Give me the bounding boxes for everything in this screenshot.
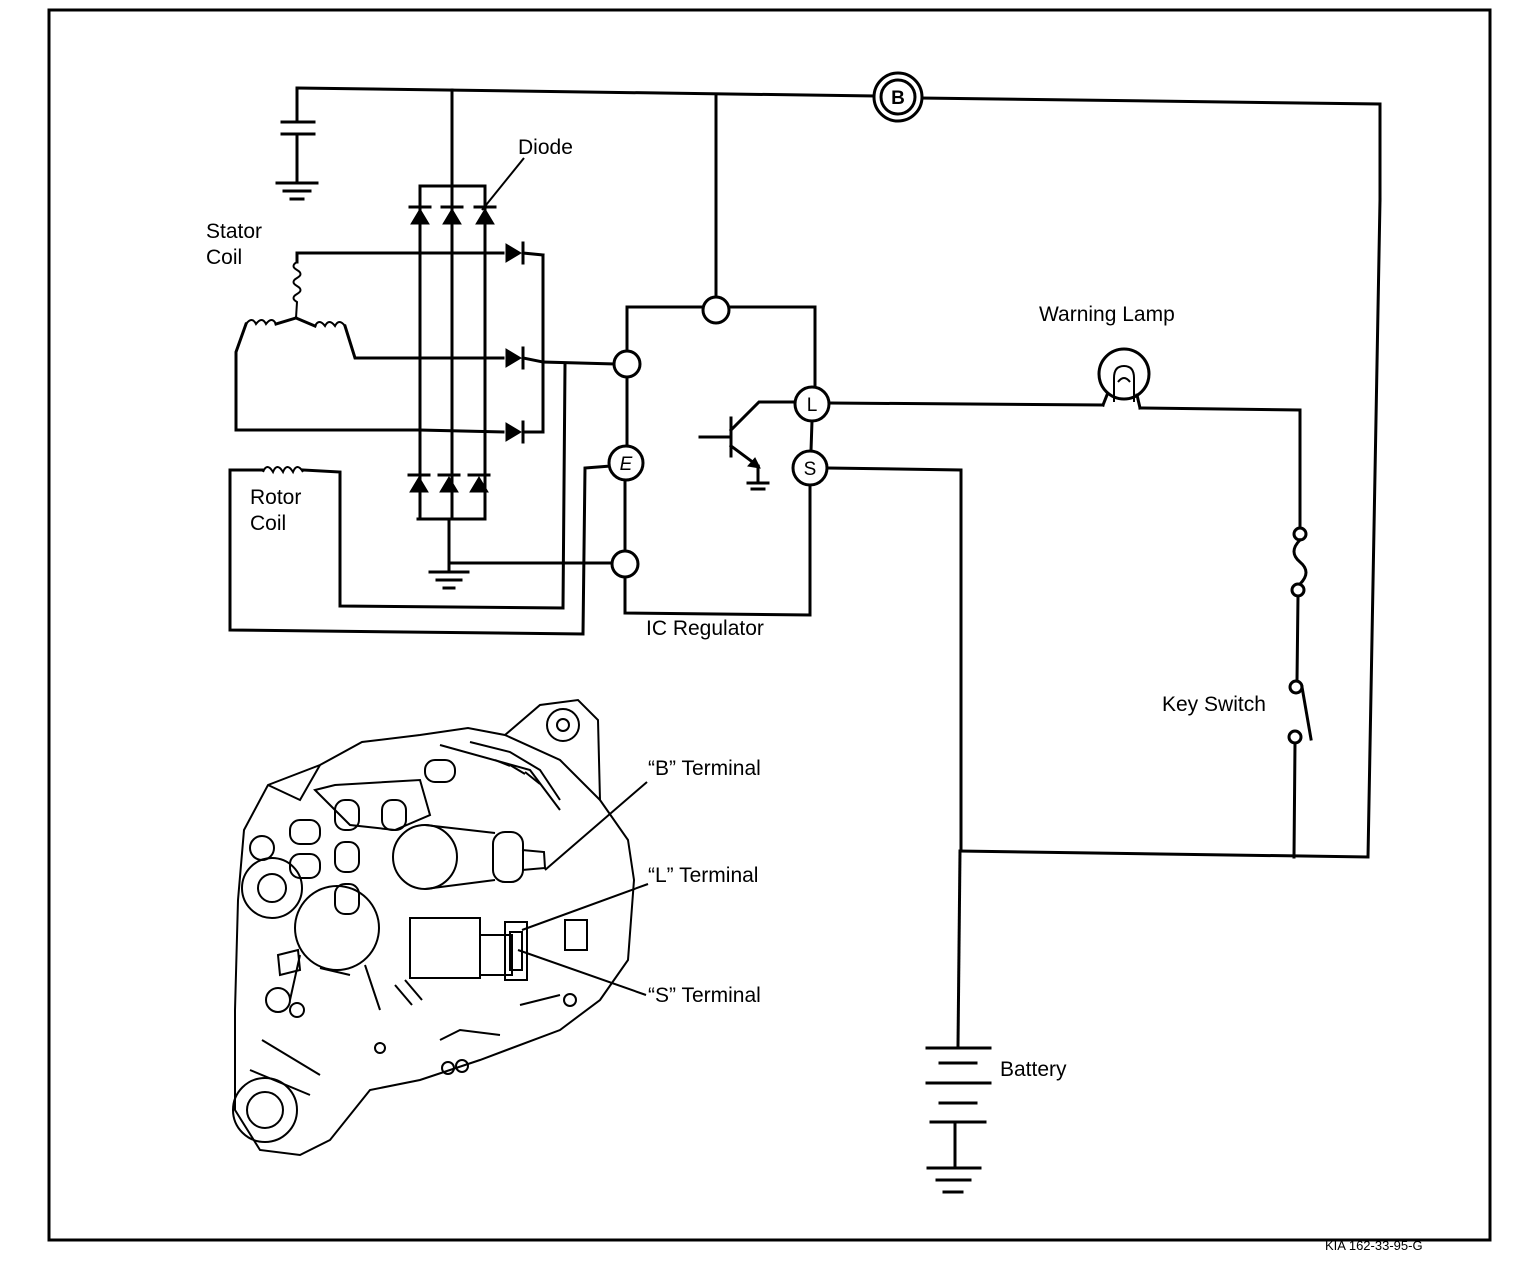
rotor-coil <box>228 363 613 636</box>
stator-coil-label-line2: Coil <box>206 246 242 269</box>
terminal-l-label: L <box>807 395 818 416</box>
stator-coil-label-line1: Stator <box>206 220 262 243</box>
rectifier-bridge <box>416 88 612 565</box>
l-terminal-leader <box>521 883 649 931</box>
diode-label: Diode <box>518 136 573 159</box>
reference-code: KIA 162-33-95-G <box>1325 1238 1423 1253</box>
trio-diodes <box>418 241 616 444</box>
s-terminal-label: “S” Terminal <box>648 984 761 1007</box>
terminal-b-label: B <box>891 88 905 109</box>
capacitor-ground-symbol <box>275 181 319 201</box>
terminal-e-node: E <box>607 444 645 482</box>
regulator-f-node <box>610 549 640 579</box>
stator-coil <box>234 251 422 432</box>
b-terminal-label: “B” Terminal <box>648 757 761 780</box>
battery-symbol <box>925 849 992 1194</box>
terminal-l-node: L <box>793 385 831 423</box>
s-terminal-wire <box>826 466 963 853</box>
terminal-e-label: E <box>620 454 633 475</box>
battery-label: Battery <box>1000 1058 1067 1081</box>
terminal-s-node: S <box>791 449 829 487</box>
transistor-symbol <box>698 400 796 491</box>
ic-regulator-box <box>623 94 817 617</box>
key-switch-symbol <box>1287 679 1313 859</box>
alternator-illustration <box>232 698 636 1157</box>
l-terminal-wire <box>828 401 1302 530</box>
regulator-p-node <box>612 349 642 379</box>
s-terminal-leader <box>517 949 647 996</box>
fuse-symbol <box>1290 526 1308 683</box>
diode-upper-2 <box>440 205 464 225</box>
warning-lamp-symbol <box>1097 347 1151 410</box>
warning-lamp-label: Warning Lamp <box>1039 303 1175 326</box>
diagram-frame <box>47 8 1492 1242</box>
terminal-s-label: S <box>804 459 817 480</box>
l-terminal-label: “L” Terminal <box>648 864 758 887</box>
diode-lower-2 <box>437 473 461 493</box>
diode-upper-1 <box>408 205 432 225</box>
rotor-coil-label-line1: Rotor <box>250 486 301 509</box>
ic-regulator-label: IC Regulator <box>646 617 764 640</box>
b-plus-bus <box>280 86 1382 202</box>
b-terminal-leader <box>544 781 648 871</box>
key-switch-label: Key Switch <box>1162 693 1266 716</box>
b-plus-return-wire <box>958 198 1382 859</box>
rotor-coil-label-line2: Coil <box>250 512 286 535</box>
terminal-b-node: B <box>872 71 924 123</box>
diode-upper-3 <box>473 205 497 225</box>
diode-leader-line <box>481 157 525 211</box>
diode-lower-1 <box>407 473 431 493</box>
regulator-ig-node <box>701 295 731 325</box>
bridge-ground-symbol <box>428 561 470 590</box>
diode-lower-3 <box>467 473 491 493</box>
